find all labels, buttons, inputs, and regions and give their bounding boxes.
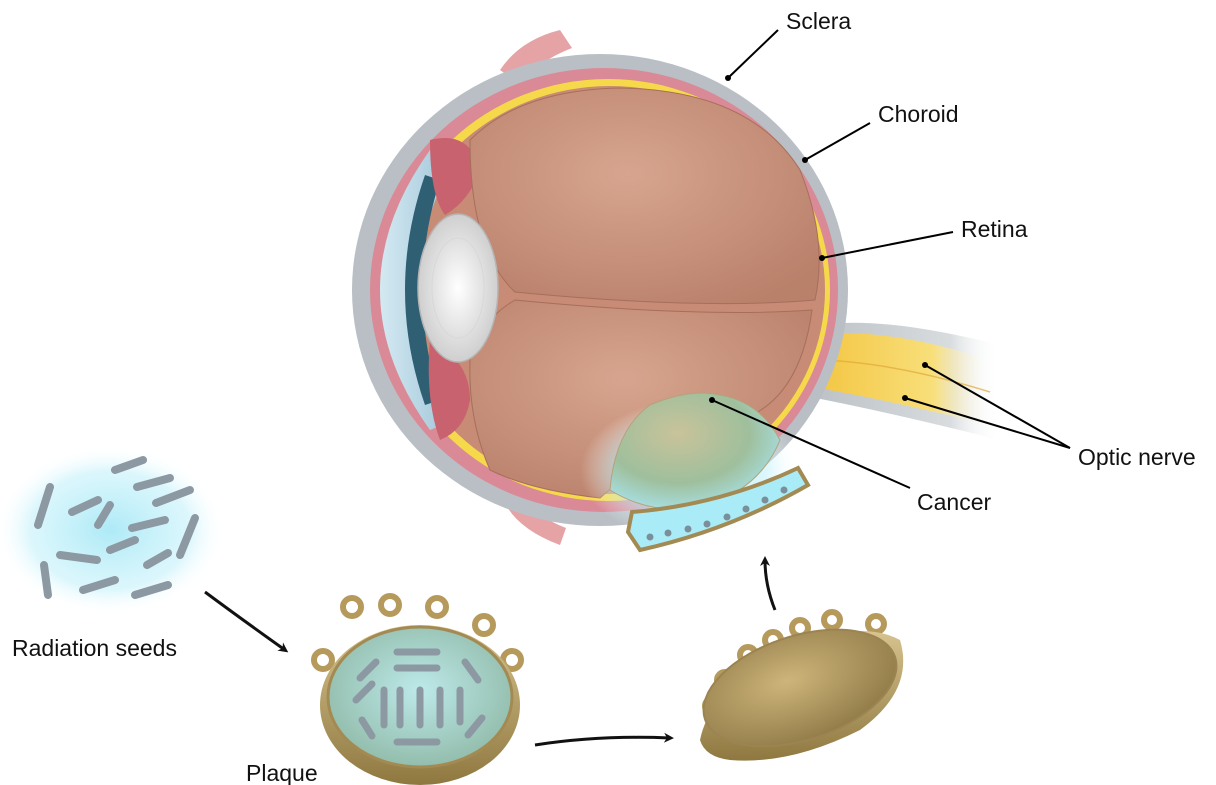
plaque-open — [314, 596, 521, 785]
cancer-label: Cancer — [917, 491, 991, 514]
optic-nerve-label: Optic nerve — [1078, 446, 1196, 469]
radiation-seeds-label: Radiation seeds — [12, 637, 177, 660]
retina-label: Retina — [961, 218, 1027, 241]
choroid-leader — [805, 123, 870, 160]
plaque-label: Plaque — [246, 762, 318, 785]
radiation-seeds — [0, 445, 225, 615]
arrow-seeds-to-plaque — [205, 592, 285, 650]
arrow-closed-to-eye — [765, 560, 775, 610]
arrow-plaque-to-closed — [535, 737, 670, 745]
lens — [418, 214, 498, 362]
sclera-leader — [728, 30, 778, 78]
choroid-label: Choroid — [878, 103, 959, 126]
plaque-closed — [689, 608, 911, 769]
sclera-label: Sclera — [786, 10, 851, 33]
